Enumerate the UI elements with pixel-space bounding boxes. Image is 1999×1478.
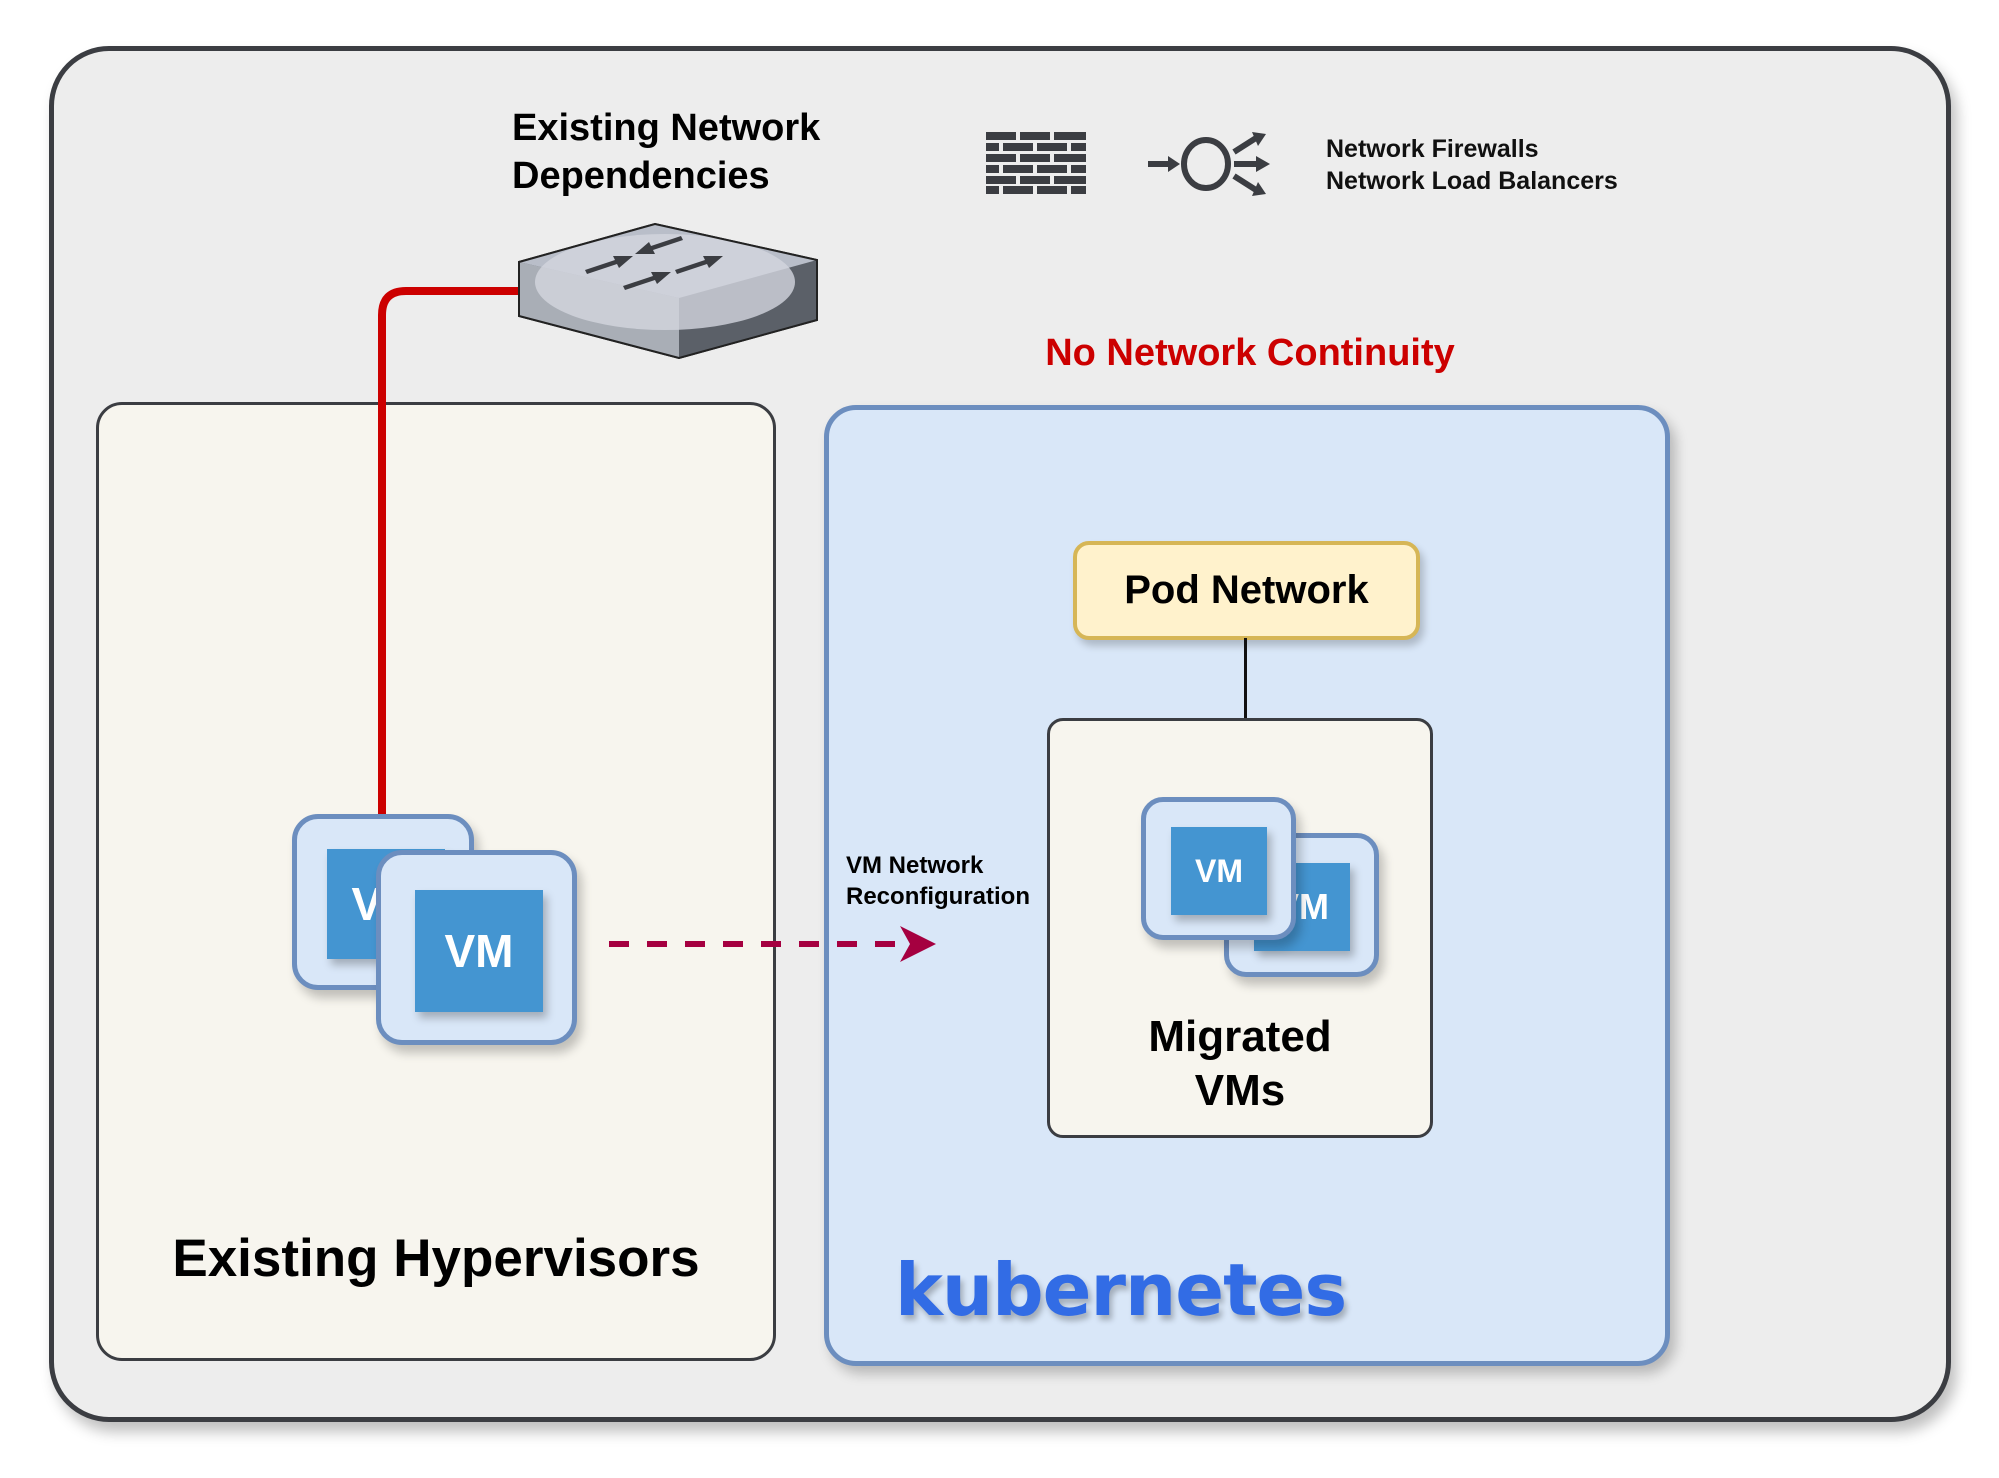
no-network-continuity-label: No Network Continuity xyxy=(1045,332,1455,374)
vm-front-label: VM xyxy=(444,925,514,977)
pod-network-box: Pod Network xyxy=(1073,541,1420,640)
legend-firewalls: Network Firewalls xyxy=(1326,135,1539,163)
migrated-vm-card-front: VM xyxy=(1141,797,1296,940)
vm-icon: VM xyxy=(1171,827,1267,915)
hypervisor-vm-card-front: VM xyxy=(376,850,577,1045)
dependencies-title: Existing Network Dependencies xyxy=(512,104,820,200)
load-balancer-icon xyxy=(1148,132,1270,196)
network-switch-icon xyxy=(518,222,818,360)
migrated-label-line1: Migrated xyxy=(1148,1012,1332,1061)
reconf-label-line2: Reconfiguration xyxy=(846,883,1030,910)
dependencies-title-line2: Dependencies xyxy=(512,155,770,197)
migrated-vm-front-label: VM xyxy=(1195,852,1243,889)
migrated-vms-label: Migrated VMs xyxy=(1047,1010,1433,1118)
red-network-link xyxy=(378,287,520,816)
reconf-label-line1: VM Network xyxy=(846,852,984,879)
legend-text: Network Firewalls Network Load Balancers xyxy=(1326,133,1618,197)
migrated-label-line2: VMs xyxy=(1194,1066,1286,1115)
dependencies-title-line1: Existing Network xyxy=(512,107,821,149)
legend-load-balancers: Network Load Balancers xyxy=(1326,167,1618,195)
vm-icon: VM xyxy=(415,890,543,1012)
pod-network-connector xyxy=(1244,638,1247,720)
firewall-icon xyxy=(986,132,1086,194)
vm-network-reconfiguration-label: VM Network Reconfiguration xyxy=(846,850,1030,912)
kubernetes-logo-text: kubernetes xyxy=(895,1248,1347,1332)
pod-network-label: Pod Network xyxy=(1124,568,1369,612)
migration-arrow xyxy=(609,926,936,962)
existing-hypervisors-label: Existing Hypervisors xyxy=(172,1229,700,1288)
